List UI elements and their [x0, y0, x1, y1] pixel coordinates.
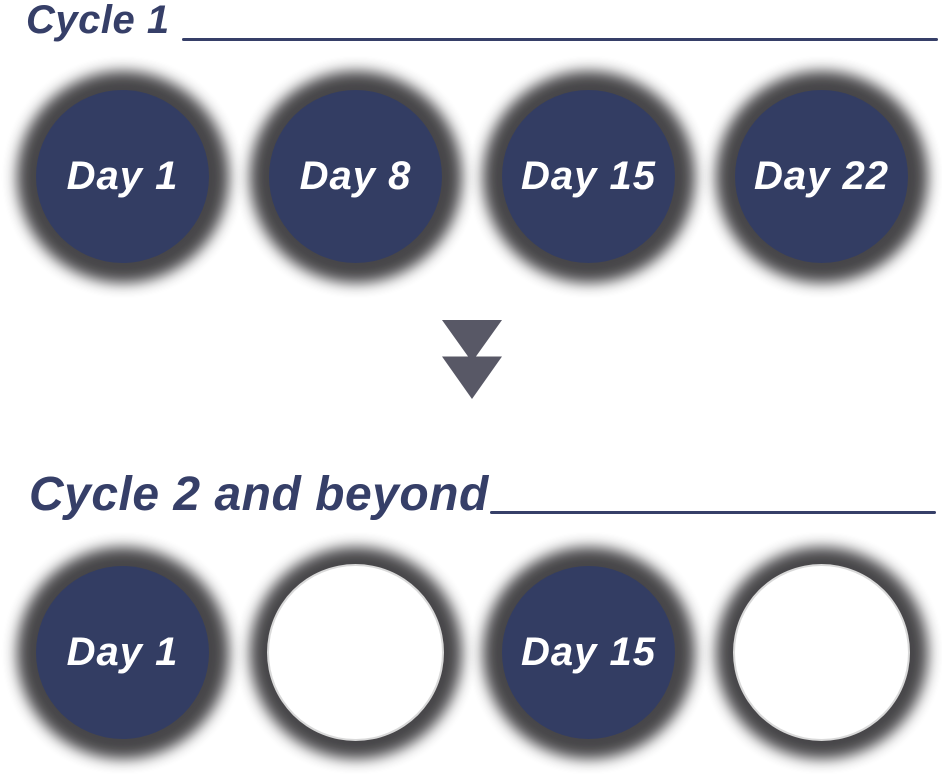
circle-face: Day 1	[36, 90, 209, 263]
circle-face: Day 1	[36, 566, 209, 739]
day-circle: Day 22	[715, 70, 928, 283]
cycle2-divider-line	[490, 511, 936, 514]
day-label: Day 1	[66, 154, 179, 198]
circle-face: Day 8	[269, 90, 442, 263]
day-label: Day 1	[66, 630, 179, 674]
day-label: Day 15	[521, 630, 656, 674]
cycle2-title: Cycle 2 and beyond	[29, 468, 489, 521]
circle-face	[269, 566, 442, 739]
day-circle: Day 15	[482, 546, 695, 759]
cycle2-days-row: Day 1 Day 15	[16, 546, 928, 759]
day-circle: Day 1	[16, 546, 229, 759]
circle-face: Day 22	[735, 90, 908, 263]
circle-face: Day 15	[502, 566, 675, 739]
day-circle: Day 1	[16, 70, 229, 283]
day-circle	[249, 546, 462, 759]
circle-face	[735, 566, 908, 739]
day-circle	[715, 546, 928, 759]
cycle1-title: Cycle 1	[26, 0, 170, 42]
day-circle: Day 8	[249, 70, 462, 283]
double-chevron-down-icon	[441, 320, 503, 400]
cycle1-divider-line	[182, 38, 938, 41]
circle-face: Day 15	[502, 90, 675, 263]
day-label: Day 8	[299, 154, 412, 198]
day-label: Day 22	[754, 154, 889, 198]
day-circle: Day 15	[482, 70, 695, 283]
cycle1-days-row: Day 1 Day 8 Day 15 Day 22	[16, 70, 928, 283]
day-label: Day 15	[521, 154, 656, 198]
